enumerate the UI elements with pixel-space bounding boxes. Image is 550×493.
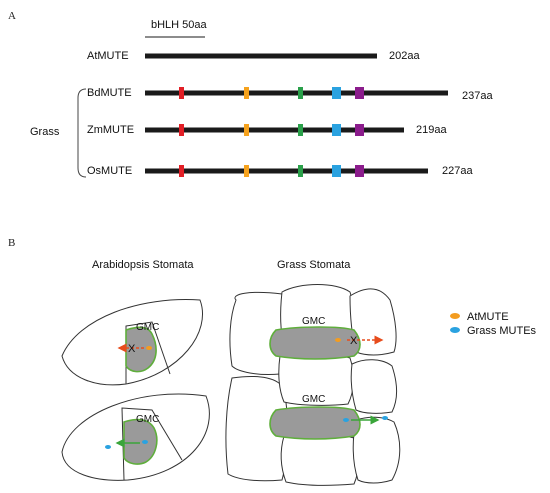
grass-bracket (77, 88, 87, 178)
grass-group-label: Grass (30, 126, 60, 138)
grass-mute-dot (105, 445, 111, 449)
protein-length: 227aa (442, 165, 473, 177)
panel-b-label: B (8, 237, 15, 249)
atmute-dot (146, 346, 152, 350)
domain-red (179, 87, 184, 99)
gmc-cell-top (269, 326, 361, 360)
grass-mute-dot (142, 440, 148, 444)
legend-grass-mutes-label: Grass MUTEs (467, 325, 537, 337)
protein-row-bdmute: BdMUTE 237aa (87, 87, 493, 102)
domain-orange (244, 124, 249, 136)
gmc-cell-bottom (269, 406, 361, 440)
protein-row-atmute: AtMUTE 202aa (87, 50, 420, 62)
arabidopsis-title: Arabidopsis Stomata (92, 259, 194, 271)
legend: AtMUTE Grass MUTEs (450, 311, 537, 337)
domain-blue (332, 124, 341, 136)
protein-row-zmmute: ZmMUTE 219aa (87, 124, 447, 136)
legend-atmute-label: AtMUTE (467, 311, 509, 323)
domain-blue (332, 165, 341, 177)
legend-grass-mutes-swatch (450, 327, 460, 333)
gmc-cell (125, 326, 157, 373)
domain-purple (355, 124, 364, 136)
domain-red (179, 124, 184, 136)
protein-row-osmute: OsMUTE 227aa (87, 165, 473, 177)
protein-length: 202aa (389, 50, 420, 62)
grass-stomata-diagram: GMC X GMC (225, 284, 401, 486)
domain-orange (244, 165, 249, 177)
gmc-label: GMC (302, 316, 325, 327)
protein-name: OsMUTE (87, 165, 132, 177)
domain-red (179, 165, 184, 177)
domain-purple (355, 87, 364, 99)
grass-mute-dot (382, 416, 388, 420)
protein-length: 237aa (462, 90, 493, 102)
domain-green (298, 124, 303, 136)
domain-green (298, 87, 303, 99)
domain-green (298, 165, 303, 177)
legend-atmute-swatch (450, 313, 460, 319)
gmc-label: GMC (136, 414, 159, 425)
epidermal-cell (280, 432, 359, 486)
gmc-label: GMC (136, 322, 159, 333)
scale-bar-label: bHLH 50aa (151, 19, 208, 31)
protein-name: BdMUTE (87, 87, 132, 99)
atmute-dot (335, 338, 341, 342)
domain-orange (244, 87, 249, 99)
epidermal-cell (350, 359, 397, 414)
gmc-cell (123, 418, 158, 465)
protein-length: 219aa (416, 124, 447, 136)
gmc-label: GMC (302, 394, 325, 405)
domain-purple (355, 165, 364, 177)
arabidopsis-stoma-bottom: GMC (61, 393, 210, 481)
grass-mute-dot (343, 418, 349, 422)
block-marker: X (350, 335, 358, 347)
protein-name: AtMUTE (87, 50, 129, 62)
arabidopsis-stoma-top: GMC X (61, 299, 203, 386)
block-marker: X (128, 343, 136, 355)
protein-name: ZmMUTE (87, 124, 134, 136)
domain-blue (332, 87, 341, 99)
grass-title: Grass Stomata (277, 259, 351, 271)
panel-a-label: A (8, 10, 16, 22)
